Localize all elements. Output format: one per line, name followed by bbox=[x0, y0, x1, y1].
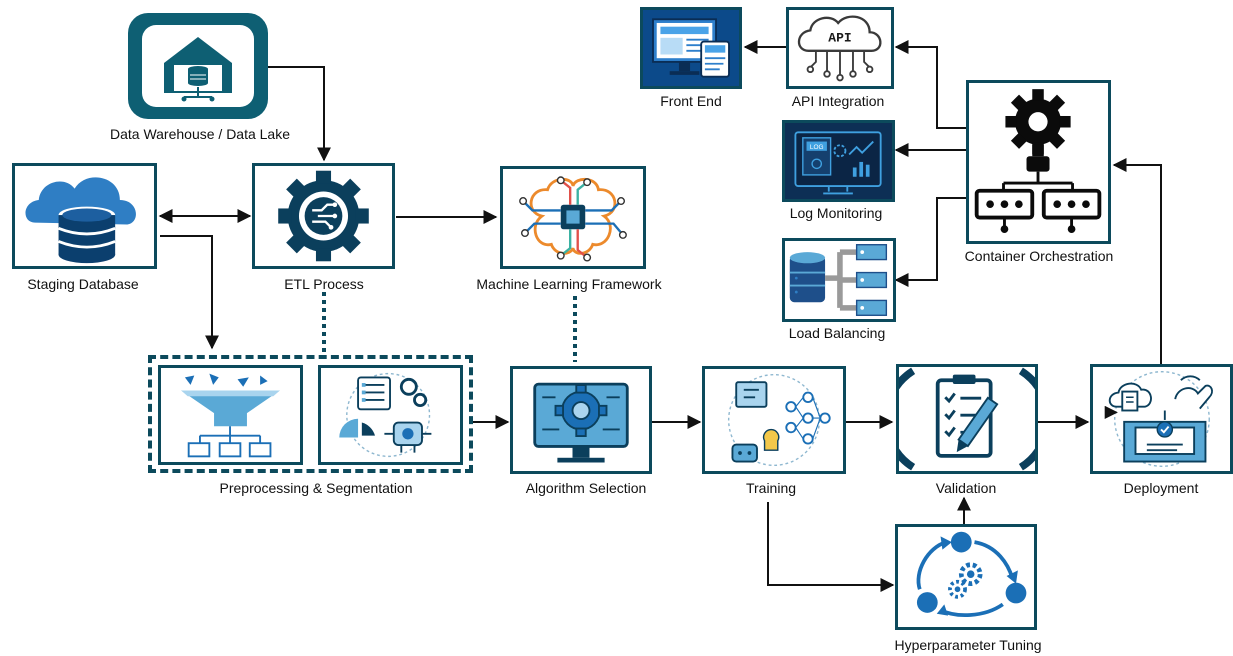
label-etl-process: ETL Process bbox=[284, 276, 364, 292]
checklist-pencil-icon bbox=[899, 367, 1035, 471]
label-staging-database: Staging Database bbox=[27, 276, 139, 292]
etl-process-node bbox=[252, 163, 395, 269]
label-data-warehouse: Data Warehouse / Data Lake bbox=[109, 126, 291, 142]
front-end-node bbox=[640, 7, 742, 89]
segmentation-node bbox=[318, 365, 463, 465]
monitor-gear-icon bbox=[533, 382, 629, 463]
log-icon-text: LOG bbox=[810, 144, 824, 151]
segmentation-robot-icon bbox=[339, 372, 432, 458]
warehouse-icon bbox=[142, 25, 254, 107]
cloud-database-icon bbox=[25, 177, 136, 264]
gear-circuit-icon bbox=[278, 170, 369, 262]
hyperparameter-tuning-node bbox=[895, 524, 1037, 630]
load-balancer-icon bbox=[789, 244, 888, 316]
training-network-icon bbox=[727, 373, 831, 467]
edge-training-hyperparameter bbox=[767, 502, 895, 592]
label-algorithm-selection: Algorithm Selection bbox=[525, 480, 647, 496]
validation-node bbox=[896, 364, 1038, 474]
front-end-screens-icon bbox=[652, 18, 730, 78]
brain-chip-icon bbox=[519, 176, 627, 262]
edge-warehouse-etl bbox=[268, 66, 331, 162]
label-deployment: Deployment bbox=[1123, 480, 1199, 496]
log-monitor-icon: LOG bbox=[794, 131, 882, 195]
label-api-integration: API Integration bbox=[791, 93, 885, 109]
label-log-monitoring: Log Monitoring bbox=[789, 205, 883, 221]
api-integration-node: API bbox=[786, 7, 894, 89]
deployment-cloud-icon bbox=[1104, 371, 1213, 467]
funnel-filter-icon bbox=[181, 373, 280, 458]
edge-staging-preprocessing bbox=[160, 235, 219, 350]
api-cloud-icon: API bbox=[797, 15, 882, 82]
training-node bbox=[702, 366, 846, 474]
edge-container-api bbox=[894, 40, 966, 129]
label-front-end: Front End bbox=[660, 93, 722, 109]
edge-container-loadbalancing bbox=[894, 197, 966, 287]
label-hyperparameter-tuning: Hyperparameter Tuning bbox=[894, 637, 1042, 653]
tuning-cycle-icon bbox=[916, 531, 1027, 617]
algorithm-selection-node bbox=[510, 366, 652, 474]
container-orchestration-node bbox=[966, 80, 1111, 244]
label-validation: Validation bbox=[935, 480, 997, 496]
api-icon-text: API bbox=[828, 31, 851, 46]
label-load-balancing: Load Balancing bbox=[788, 325, 886, 341]
ml-framework-node bbox=[500, 166, 646, 269]
staging-database-node bbox=[12, 163, 157, 269]
data-warehouse-node bbox=[128, 13, 268, 119]
label-training: Training bbox=[745, 480, 797, 496]
load-balancing-node bbox=[782, 238, 896, 322]
deployment-node bbox=[1090, 364, 1233, 474]
preprocessing-group-frame bbox=[148, 355, 473, 473]
label-ml-framework: Machine Learning Framework bbox=[476, 276, 662, 292]
label-preprocessing: Preprocessing & Segmentation bbox=[219, 480, 413, 496]
preprocessing-node bbox=[158, 365, 303, 465]
edge-deployment-container bbox=[1112, 158, 1162, 364]
log-monitoring-node: LOG bbox=[782, 120, 895, 202]
label-container-orchestration: Container Orchestration bbox=[964, 248, 1114, 264]
gear-network-icon bbox=[974, 89, 1102, 233]
